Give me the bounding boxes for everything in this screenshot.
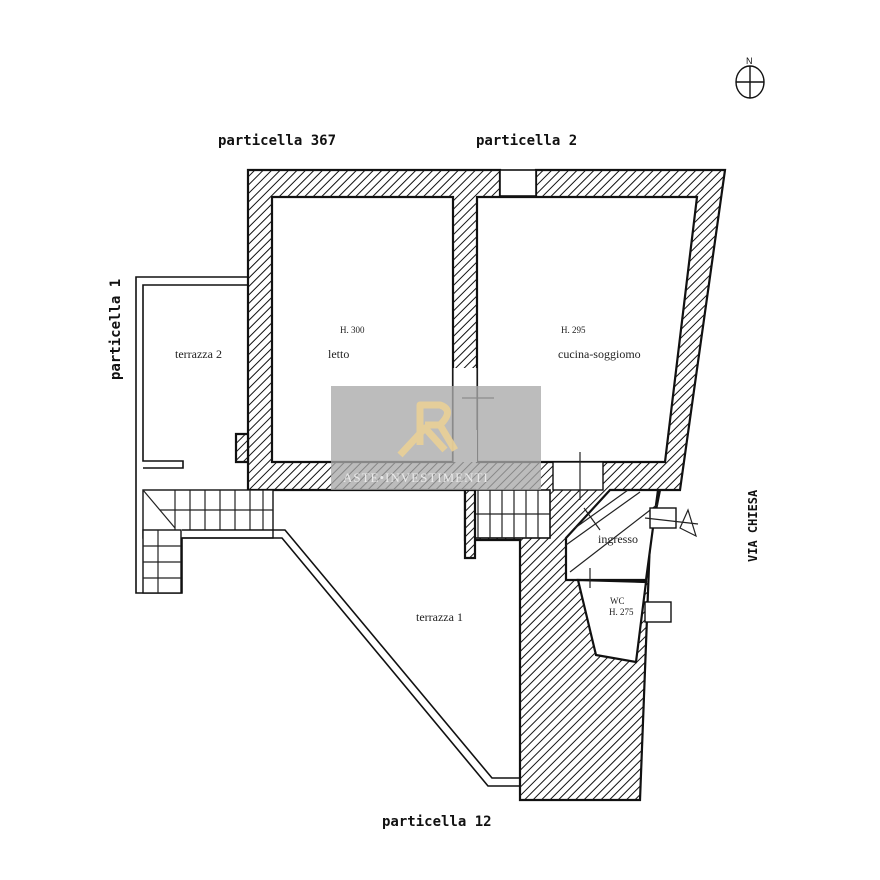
watermark: ASTE•INVESTIMENTI [331,386,541,490]
room-height-letto: H. 300 [340,325,365,335]
watermark-text: ASTE•INVESTIMENTI [343,470,489,485]
room-height-cucina: H. 295 [561,325,586,335]
room-label-terrazza-2: terrazza 2 [175,347,222,361]
parcel-label-12: particella 12 [382,814,492,830]
outdoor-stairs [142,489,274,594]
terrazza-2-outline [135,276,248,594]
room-label-cucina: cucina-soggiomo [558,347,641,361]
street-label-via-chiesa: VIA CHIESA [746,489,760,562]
inner-stairs [463,488,551,560]
north-arrow-icon: N [735,56,765,99]
svg-text:N: N [746,56,753,66]
room-height-wc: H. 275 [609,607,634,617]
parcel-label-1: particella 1 [108,279,124,380]
room-label-wc: WC [610,596,625,606]
parcel-label-367: particella 367 [218,133,336,149]
watermark-logo-icon [397,401,459,458]
room-label-letto: letto [328,347,349,361]
room-label-ingresso: ingresso [598,532,638,546]
room-label-terrazza-1: terrazza 1 [416,610,463,624]
ingresso-area [564,488,699,664]
parcel-label-2: particella 2 [476,133,577,149]
terrazza-1-parapet [182,529,520,787]
